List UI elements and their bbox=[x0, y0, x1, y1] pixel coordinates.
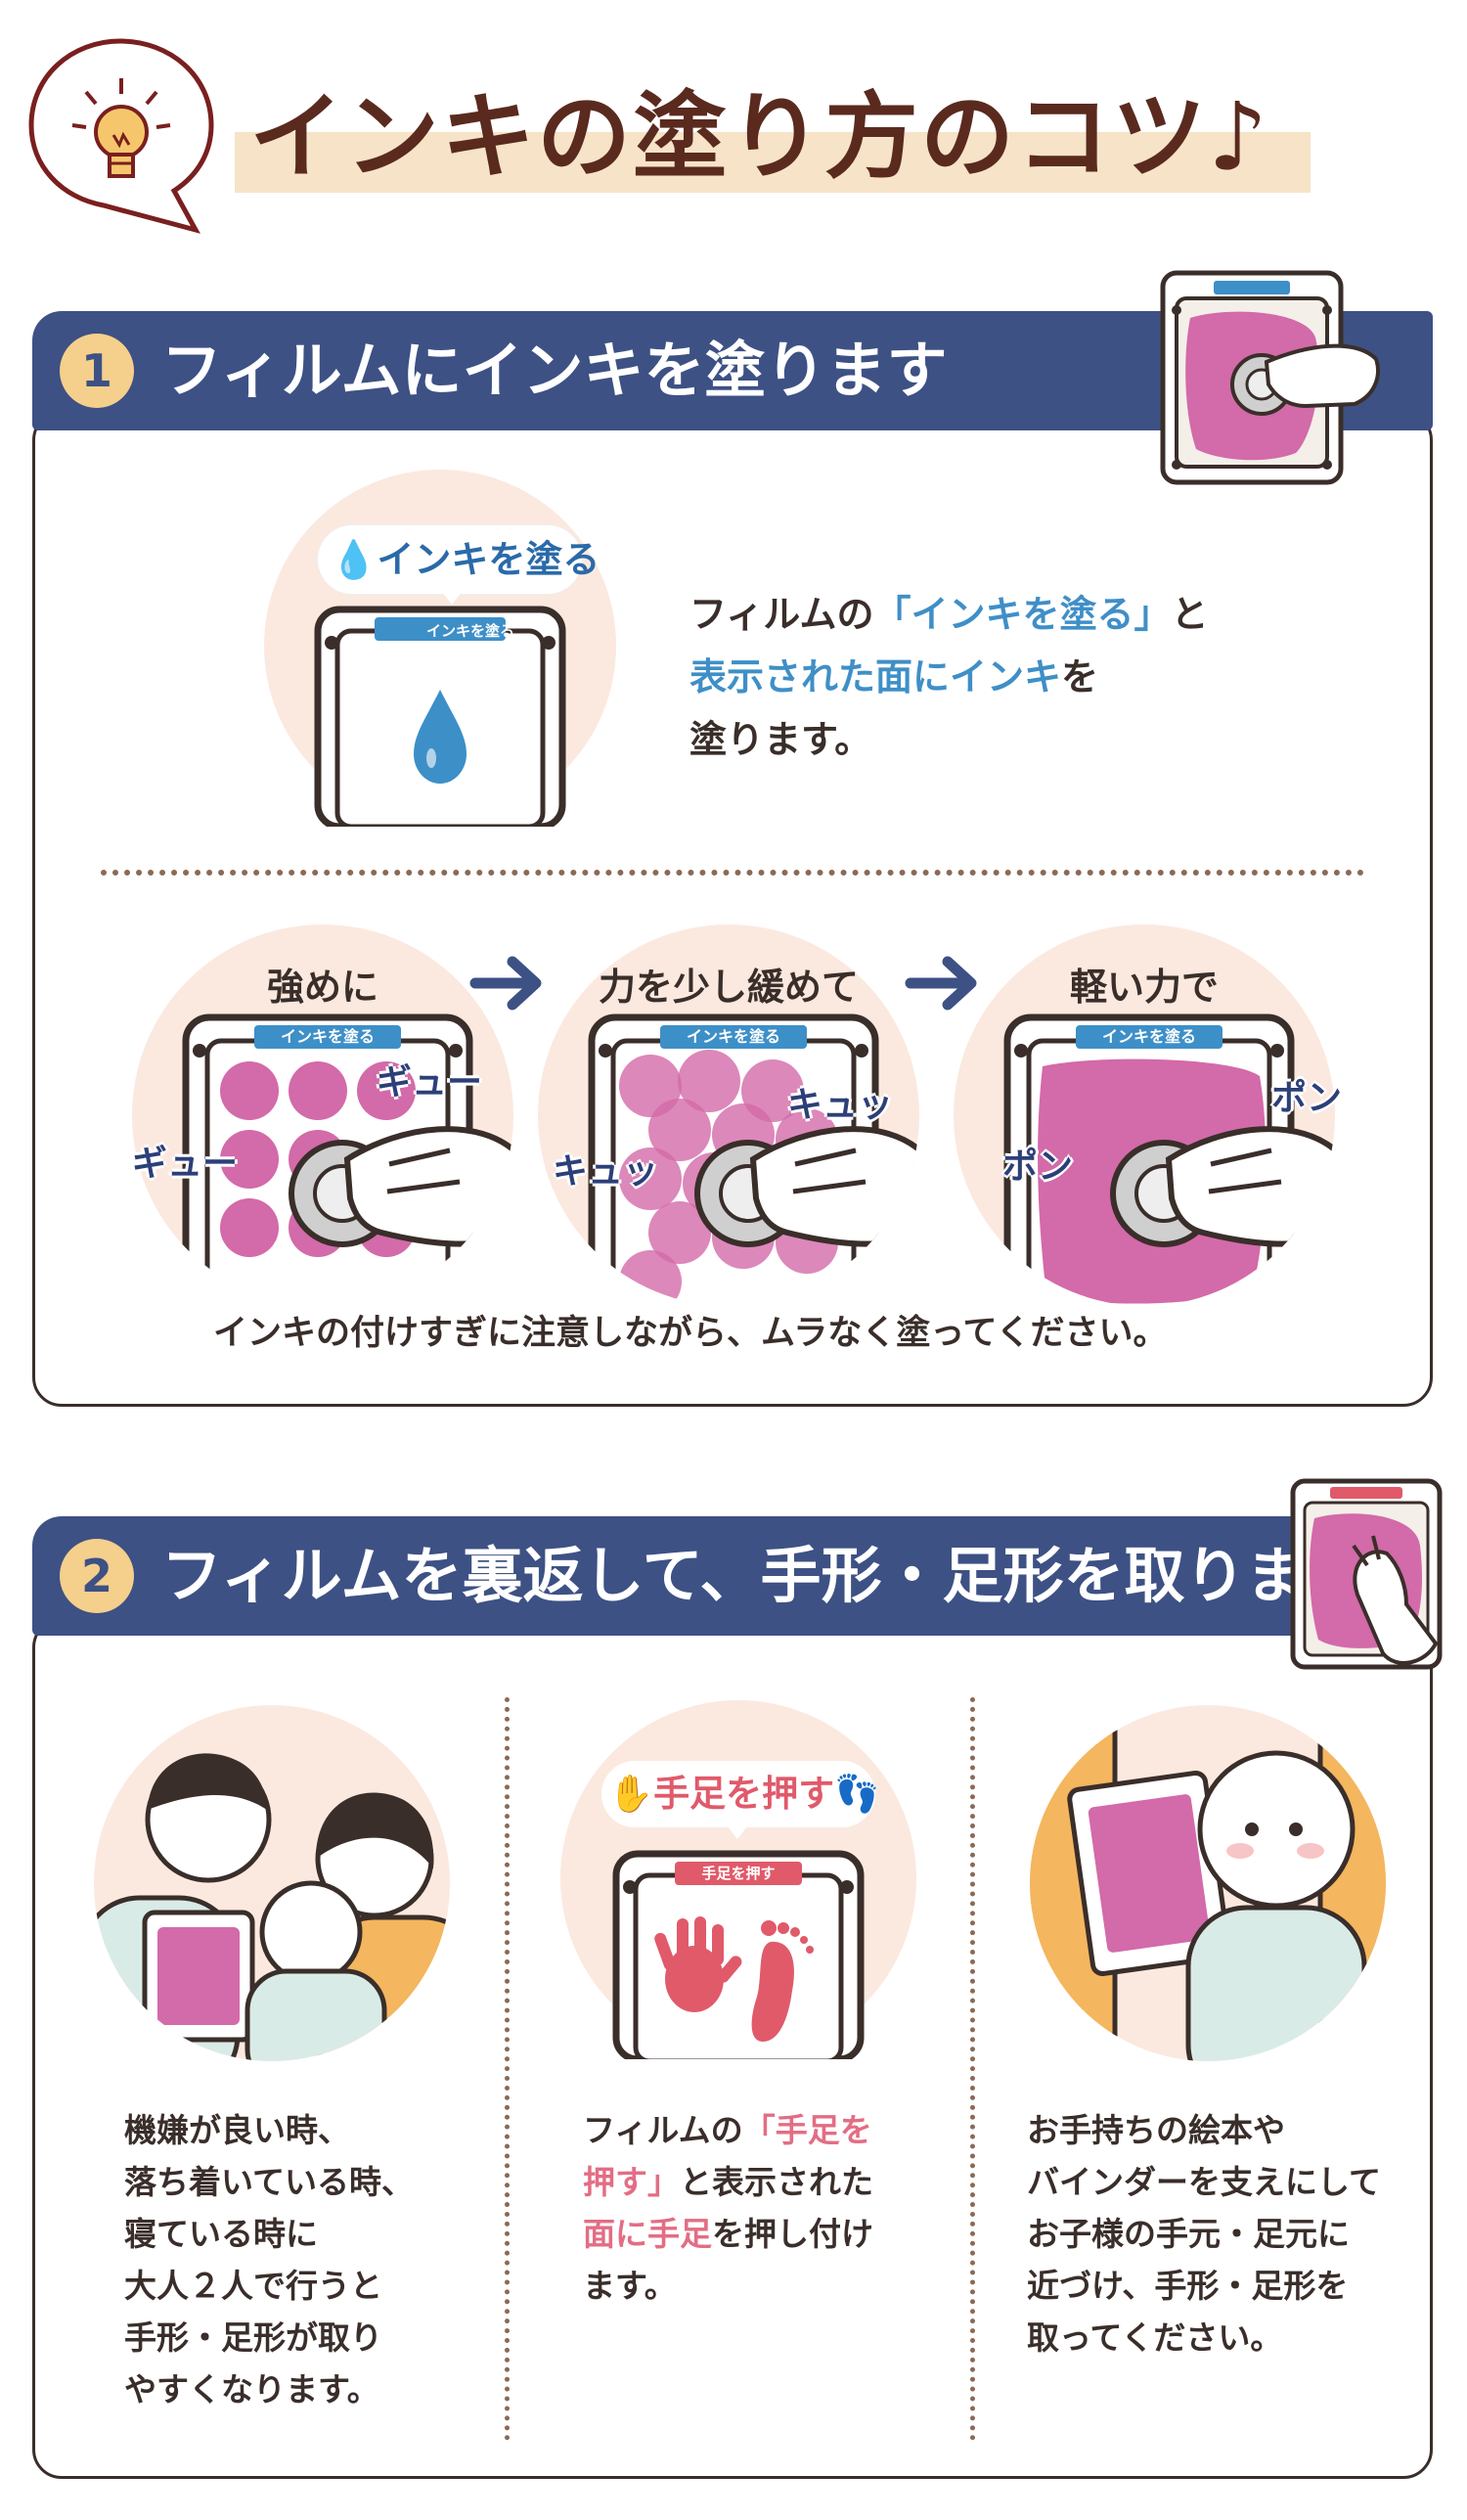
text-line: やすくなります。 bbox=[124, 2370, 379, 2408]
lightbulb-speech-bubble bbox=[28, 38, 214, 234]
foot-icon: 👣 bbox=[834, 1773, 880, 1815]
film-handprint-icon bbox=[1290, 1478, 1443, 1670]
text-line: バインダーを支えにして bbox=[1027, 2163, 1382, 2201]
col3-text: お手持ちの絵本やバインダーを支えにしてお子様の手元・足元に近づけ、手形・足形を取… bbox=[1027, 2104, 1381, 2363]
hand-print-icon bbox=[654, 1916, 742, 2012]
arrow-right-icon bbox=[905, 956, 977, 1011]
sound-effect-label: ギュー bbox=[132, 1144, 239, 1184]
step-number: 1 bbox=[60, 334, 134, 408]
step-number: 2 bbox=[60, 1539, 134, 1613]
sound-effect-label: ギュー bbox=[377, 1062, 483, 1102]
text-line: 大人２人で行うと bbox=[124, 2267, 382, 2305]
text-line: 近づけ、手形・足形を bbox=[1027, 2267, 1349, 2305]
col1-text: 機嫌が良い時、落ち着いている時、寝ている時に大人２人で行うと手形・足形が取りやす… bbox=[124, 2104, 414, 2415]
press-bubble-tail bbox=[724, 1822, 751, 1839]
film-tab-label: 手足を押す bbox=[701, 1865, 776, 1882]
text-line: 落ち着いている時、 bbox=[124, 2163, 415, 2201]
sequence-step-label: 軽い力で bbox=[1069, 966, 1219, 1009]
step-title: フィルムにインキを塗ります bbox=[161, 335, 948, 406]
sound-effect-label: キュッ bbox=[553, 1151, 659, 1192]
ink-bubble-tail bbox=[438, 587, 466, 605]
step-title: フィルムを裏返して、手形・足形を取ります bbox=[161, 1540, 1367, 1611]
sequence-step-label: 力を少し緩めて bbox=[598, 966, 859, 1009]
press-bubble-label: ✋手足を押す👣 bbox=[608, 1773, 880, 1815]
ink-bubble-label: 💧インキを塗る bbox=[331, 538, 600, 581]
text-line: 寝ている時に bbox=[124, 2215, 318, 2253]
baby-book-illustration bbox=[1030, 1705, 1386, 2061]
step1-description: フィルムの「インキを塗る」と 表示された面にインキを 塗ります。 bbox=[689, 593, 1209, 761]
film-tab-label: インキを塗る bbox=[686, 1027, 780, 1046]
dotted-divider bbox=[101, 870, 1364, 876]
text-line: お手持ちの絵本や bbox=[1027, 2111, 1285, 2149]
col2-text: フィルムの「手足を 押す」と表示された 面に手足を押し付け ます。 bbox=[583, 2111, 873, 2305]
sound-effect-label: キュッ bbox=[787, 1085, 894, 1125]
film-hand-icon bbox=[1160, 270, 1380, 485]
text-line: 手形・足形が取り bbox=[124, 2318, 382, 2357]
column-divider bbox=[970, 1697, 975, 2441]
ink-bubble bbox=[318, 525, 582, 594]
sequence-step-illustration bbox=[538, 924, 919, 1306]
film-tab-label: インキを塗る bbox=[425, 622, 514, 640]
ink-note: インキの付けすぎに注意しながら、ムラなく塗ってください。 bbox=[213, 1314, 1168, 1353]
hand-icon: ✋ bbox=[608, 1773, 654, 1815]
sequence-step-label: 強めに bbox=[266, 966, 378, 1009]
sequence-step-illustration bbox=[132, 924, 513, 1306]
sound-effect-label: ポン bbox=[1271, 1078, 1343, 1118]
arrow-right-icon bbox=[469, 956, 542, 1011]
ink-film-illustration bbox=[264, 470, 616, 827]
text-line: お子様の手元・足元に bbox=[1027, 2215, 1350, 2253]
ink-drop-icon: 💧 bbox=[331, 538, 378, 581]
lightbulb-icon bbox=[71, 78, 171, 178]
column-divider bbox=[505, 1697, 510, 2441]
film-tab-label: インキを塗る bbox=[280, 1027, 375, 1046]
text-line: 取ってください。 bbox=[1027, 2318, 1283, 2357]
parents-baby-illustration bbox=[94, 1705, 450, 2061]
foot-print-icon bbox=[751, 1920, 814, 2042]
page-title: インキの塗り方のコツ♪ bbox=[249, 82, 1270, 192]
film-tab-label: インキを塗る bbox=[1101, 1027, 1196, 1046]
step2-banner: 2 フィルムを裏返して、手形・足形を取ります bbox=[32, 1516, 1433, 1636]
press-bubble bbox=[601, 1761, 875, 1827]
sound-effect-label: ポン bbox=[1002, 1147, 1074, 1187]
title-highlight bbox=[235, 132, 1311, 193]
sequence-step-illustration bbox=[954, 924, 1335, 1306]
text-line: 機嫌が良い時、 bbox=[124, 2111, 350, 2149]
